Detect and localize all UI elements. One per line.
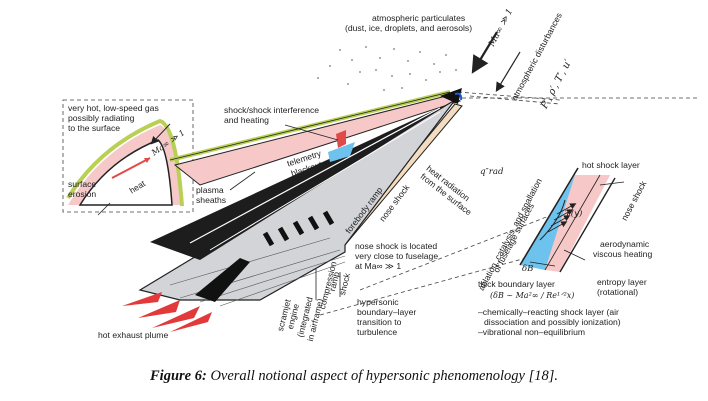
shock-interference-label-2: and heating	[224, 115, 269, 125]
plasma-label-2: sheaths	[196, 195, 227, 205]
q-rad-label: q″rad	[480, 167, 504, 177]
guide-lines	[319, 91, 700, 316]
transition-label-1: hypersonic	[357, 297, 399, 307]
hot-shock-layer-label: hot shock layer	[582, 160, 640, 170]
exhaust-flame-icon	[122, 292, 212, 332]
figure-caption: Figure 6: Overall notional aspect of hyp…	[0, 368, 708, 385]
transition-label-2: boundary–layer	[357, 307, 417, 317]
transition-label-4: turbulence	[357, 327, 398, 337]
particulate-dots	[317, 46, 457, 91]
nose-shock-located-label-3: at Ma∞ ≫ 1	[355, 261, 402, 271]
surface-erosion-label-1: surface	[68, 179, 97, 189]
exhaust-label: hot exhaust plume	[98, 330, 169, 340]
plasma-label-1: plasma	[196, 185, 224, 195]
particulates-label: atmospheric particulates	[372, 13, 466, 23]
diagram-artwork	[62, 31, 700, 332]
aero-heating-label-1: aerodynamic	[600, 239, 650, 249]
entropy-label-1: entropy layer	[597, 277, 647, 287]
thick-bl-label: thick boundary layer	[478, 279, 555, 289]
inset-label-2: possibly radiating	[68, 113, 135, 123]
transition-label-3: transition to	[357, 317, 402, 327]
caption-label: Figure 6:	[150, 368, 207, 384]
leader-lines	[97, 124, 341, 300]
inset-label-1: very hot, low-speed gas	[68, 103, 159, 113]
hypersonic-phenomenology-diagram: atmospheric particulates (dust, ice, dro…	[62, 7, 700, 342]
caption-text: Overall notional aspect of hypersonic ph…	[210, 368, 558, 384]
nose-shock-located-label-1: nose shock is located	[355, 241, 438, 251]
chem-label-3: –vibrational non–equilibrium	[478, 327, 586, 337]
particulates-sublabel: (dust, ice, droplets, and aerosols)	[345, 23, 473, 33]
surface-erosion-label-2: erosion	[68, 189, 97, 199]
delta-b-label: δB	[522, 264, 534, 274]
inset-label-3: to the surface	[68, 123, 121, 133]
entropy-label-2: (rotational)	[597, 287, 639, 297]
chem-label-1: –chemically–reacting shock layer (air	[478, 307, 619, 317]
shock-interference-label-1: shock/shock interference	[224, 105, 320, 115]
t-y-label: T(y)	[565, 209, 583, 219]
inset-nose-detail	[62, 99, 194, 213]
flow-arrow-icon	[471, 31, 521, 93]
thick-bl-formula: (δB ∼ Ma²∞ / Re¹ᐟ²x)	[490, 291, 575, 300]
chem-label-2: dissociation and possibly ionization)	[484, 317, 621, 327]
boundary-layer-detail	[519, 167, 625, 273]
nose-shock-located-label-2: very close to fuselage	[355, 251, 439, 261]
hypersonic-vehicle-icon	[138, 88, 463, 307]
aero-heating-label-2: viscous heating	[593, 249, 653, 259]
